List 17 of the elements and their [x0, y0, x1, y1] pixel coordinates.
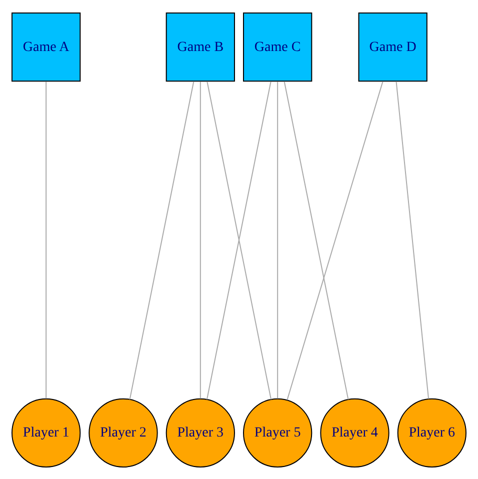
node-circle: Player 2 [88, 398, 158, 467]
connector [200, 80, 201, 399]
node-box: Game C [243, 12, 312, 82]
node-circle: Player 5 [243, 398, 312, 467]
connector [277, 80, 278, 399]
connector [396, 80, 430, 399]
connector [284, 80, 349, 400]
node-box: Game D [358, 12, 428, 82]
node-circle: Player 3 [166, 398, 235, 467]
node-box: Game A [12, 12, 81, 82]
connector [286, 80, 384, 400]
node-circle: Player 6 [397, 398, 466, 467]
node-circle: Player 4 [320, 398, 390, 467]
connector [129, 80, 194, 400]
node-box: Game B [166, 12, 235, 82]
node-circle: Player 1 [12, 398, 81, 467]
connector [46, 80, 47, 399]
